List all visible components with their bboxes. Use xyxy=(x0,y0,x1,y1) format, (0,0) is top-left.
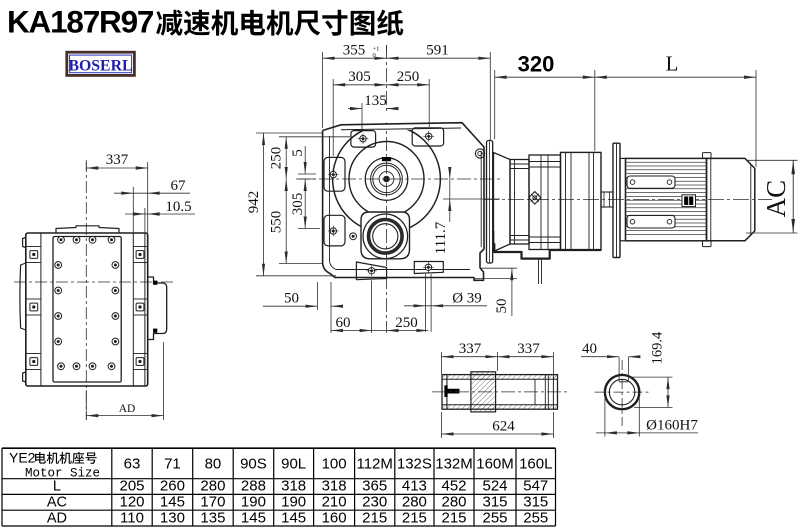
svg-text:145: 145 xyxy=(160,494,185,511)
svg-text:550: 550 xyxy=(269,211,285,234)
svg-text:L: L xyxy=(53,479,61,495)
svg-text:112M: 112M xyxy=(356,456,392,473)
svg-text:260: 260 xyxy=(160,478,185,495)
svg-text:624: 624 xyxy=(492,419,515,435)
svg-text:215: 215 xyxy=(402,509,427,526)
svg-text:KA187R97: KA187R97 xyxy=(7,4,154,40)
svg-text:250: 250 xyxy=(269,147,285,170)
svg-text:591: 591 xyxy=(426,43,449,59)
svg-text:318: 318 xyxy=(322,478,347,495)
svg-text:120: 120 xyxy=(119,494,144,511)
svg-text:132M: 132M xyxy=(435,456,473,473)
svg-text:413: 413 xyxy=(402,478,427,495)
svg-text:5: 5 xyxy=(290,149,306,157)
svg-text:Motor Size: Motor Size xyxy=(25,466,100,480)
svg-text:145: 145 xyxy=(241,509,266,526)
svg-text:Ø160H7: Ø160H7 xyxy=(646,418,698,434)
svg-text:305: 305 xyxy=(290,193,306,216)
svg-text:160M: 160M xyxy=(476,456,514,473)
svg-text:190: 190 xyxy=(241,494,266,511)
svg-text:90L: 90L xyxy=(281,456,306,473)
svg-text:524: 524 xyxy=(482,478,507,495)
svg-text:250: 250 xyxy=(395,315,418,331)
svg-text:145: 145 xyxy=(281,509,306,526)
svg-text:160L: 160L xyxy=(519,456,552,473)
svg-text:320: 320 xyxy=(518,52,555,77)
svg-text:169.4: 169.4 xyxy=(650,331,666,364)
svg-text:315: 315 xyxy=(482,494,507,511)
svg-text:63: 63 xyxy=(124,456,141,473)
svg-text:942: 942 xyxy=(246,191,262,214)
svg-text:210: 210 xyxy=(322,494,347,511)
svg-text:215: 215 xyxy=(441,509,466,526)
svg-text:130: 130 xyxy=(160,509,185,526)
svg-text:BOSERL: BOSERL xyxy=(68,57,132,74)
svg-text:337: 337 xyxy=(517,341,540,357)
svg-text:AD: AD xyxy=(119,403,136,415)
svg-text:280: 280 xyxy=(441,494,466,511)
svg-text:50: 50 xyxy=(284,291,299,307)
svg-text:160: 160 xyxy=(322,509,347,526)
svg-text:67: 67 xyxy=(171,178,187,194)
svg-text:80: 80 xyxy=(205,456,222,473)
svg-text:250: 250 xyxy=(397,69,420,85)
svg-text:190: 190 xyxy=(281,494,306,511)
svg-text:365: 365 xyxy=(362,478,387,495)
svg-text:0: 0 xyxy=(373,52,376,59)
svg-text:318: 318 xyxy=(281,478,306,495)
svg-text:305: 305 xyxy=(348,69,371,85)
svg-text:230: 230 xyxy=(362,494,387,511)
svg-text:100: 100 xyxy=(322,456,347,473)
svg-text:337: 337 xyxy=(459,341,482,357)
svg-text:355: 355 xyxy=(343,43,366,59)
svg-text:452: 452 xyxy=(441,478,466,495)
svg-text:135: 135 xyxy=(200,509,225,526)
svg-text:111.7: 111.7 xyxy=(433,221,449,254)
svg-text:132S: 132S xyxy=(397,456,432,473)
svg-text:205: 205 xyxy=(119,478,144,495)
svg-text:40: 40 xyxy=(582,341,597,357)
svg-text:AC: AC xyxy=(47,495,67,511)
svg-text:110: 110 xyxy=(120,509,144,526)
svg-text:AD: AD xyxy=(47,510,67,526)
svg-text:+1: +1 xyxy=(373,46,380,53)
svg-text:71: 71 xyxy=(164,456,181,473)
svg-text:60: 60 xyxy=(336,315,351,331)
svg-text:10.5: 10.5 xyxy=(165,199,191,215)
svg-text:280: 280 xyxy=(402,494,427,511)
svg-text:170: 170 xyxy=(200,494,225,511)
svg-text:215: 215 xyxy=(362,509,387,526)
svg-text:90S: 90S xyxy=(240,456,267,473)
svg-text:50: 50 xyxy=(494,299,510,314)
svg-text:L: L xyxy=(666,52,679,76)
svg-text:255: 255 xyxy=(523,509,548,526)
svg-text:YE2: YE2 xyxy=(9,449,36,465)
svg-text:135: 135 xyxy=(364,93,387,109)
svg-text:288: 288 xyxy=(241,478,266,495)
svg-text:AC: AC xyxy=(761,180,791,218)
svg-text:Ø 39: Ø 39 xyxy=(452,291,482,307)
svg-text:315: 315 xyxy=(523,494,548,511)
svg-text:547: 547 xyxy=(523,478,548,495)
svg-text:255: 255 xyxy=(482,509,507,526)
svg-text:280: 280 xyxy=(200,478,225,495)
svg-text:337: 337 xyxy=(106,152,129,168)
